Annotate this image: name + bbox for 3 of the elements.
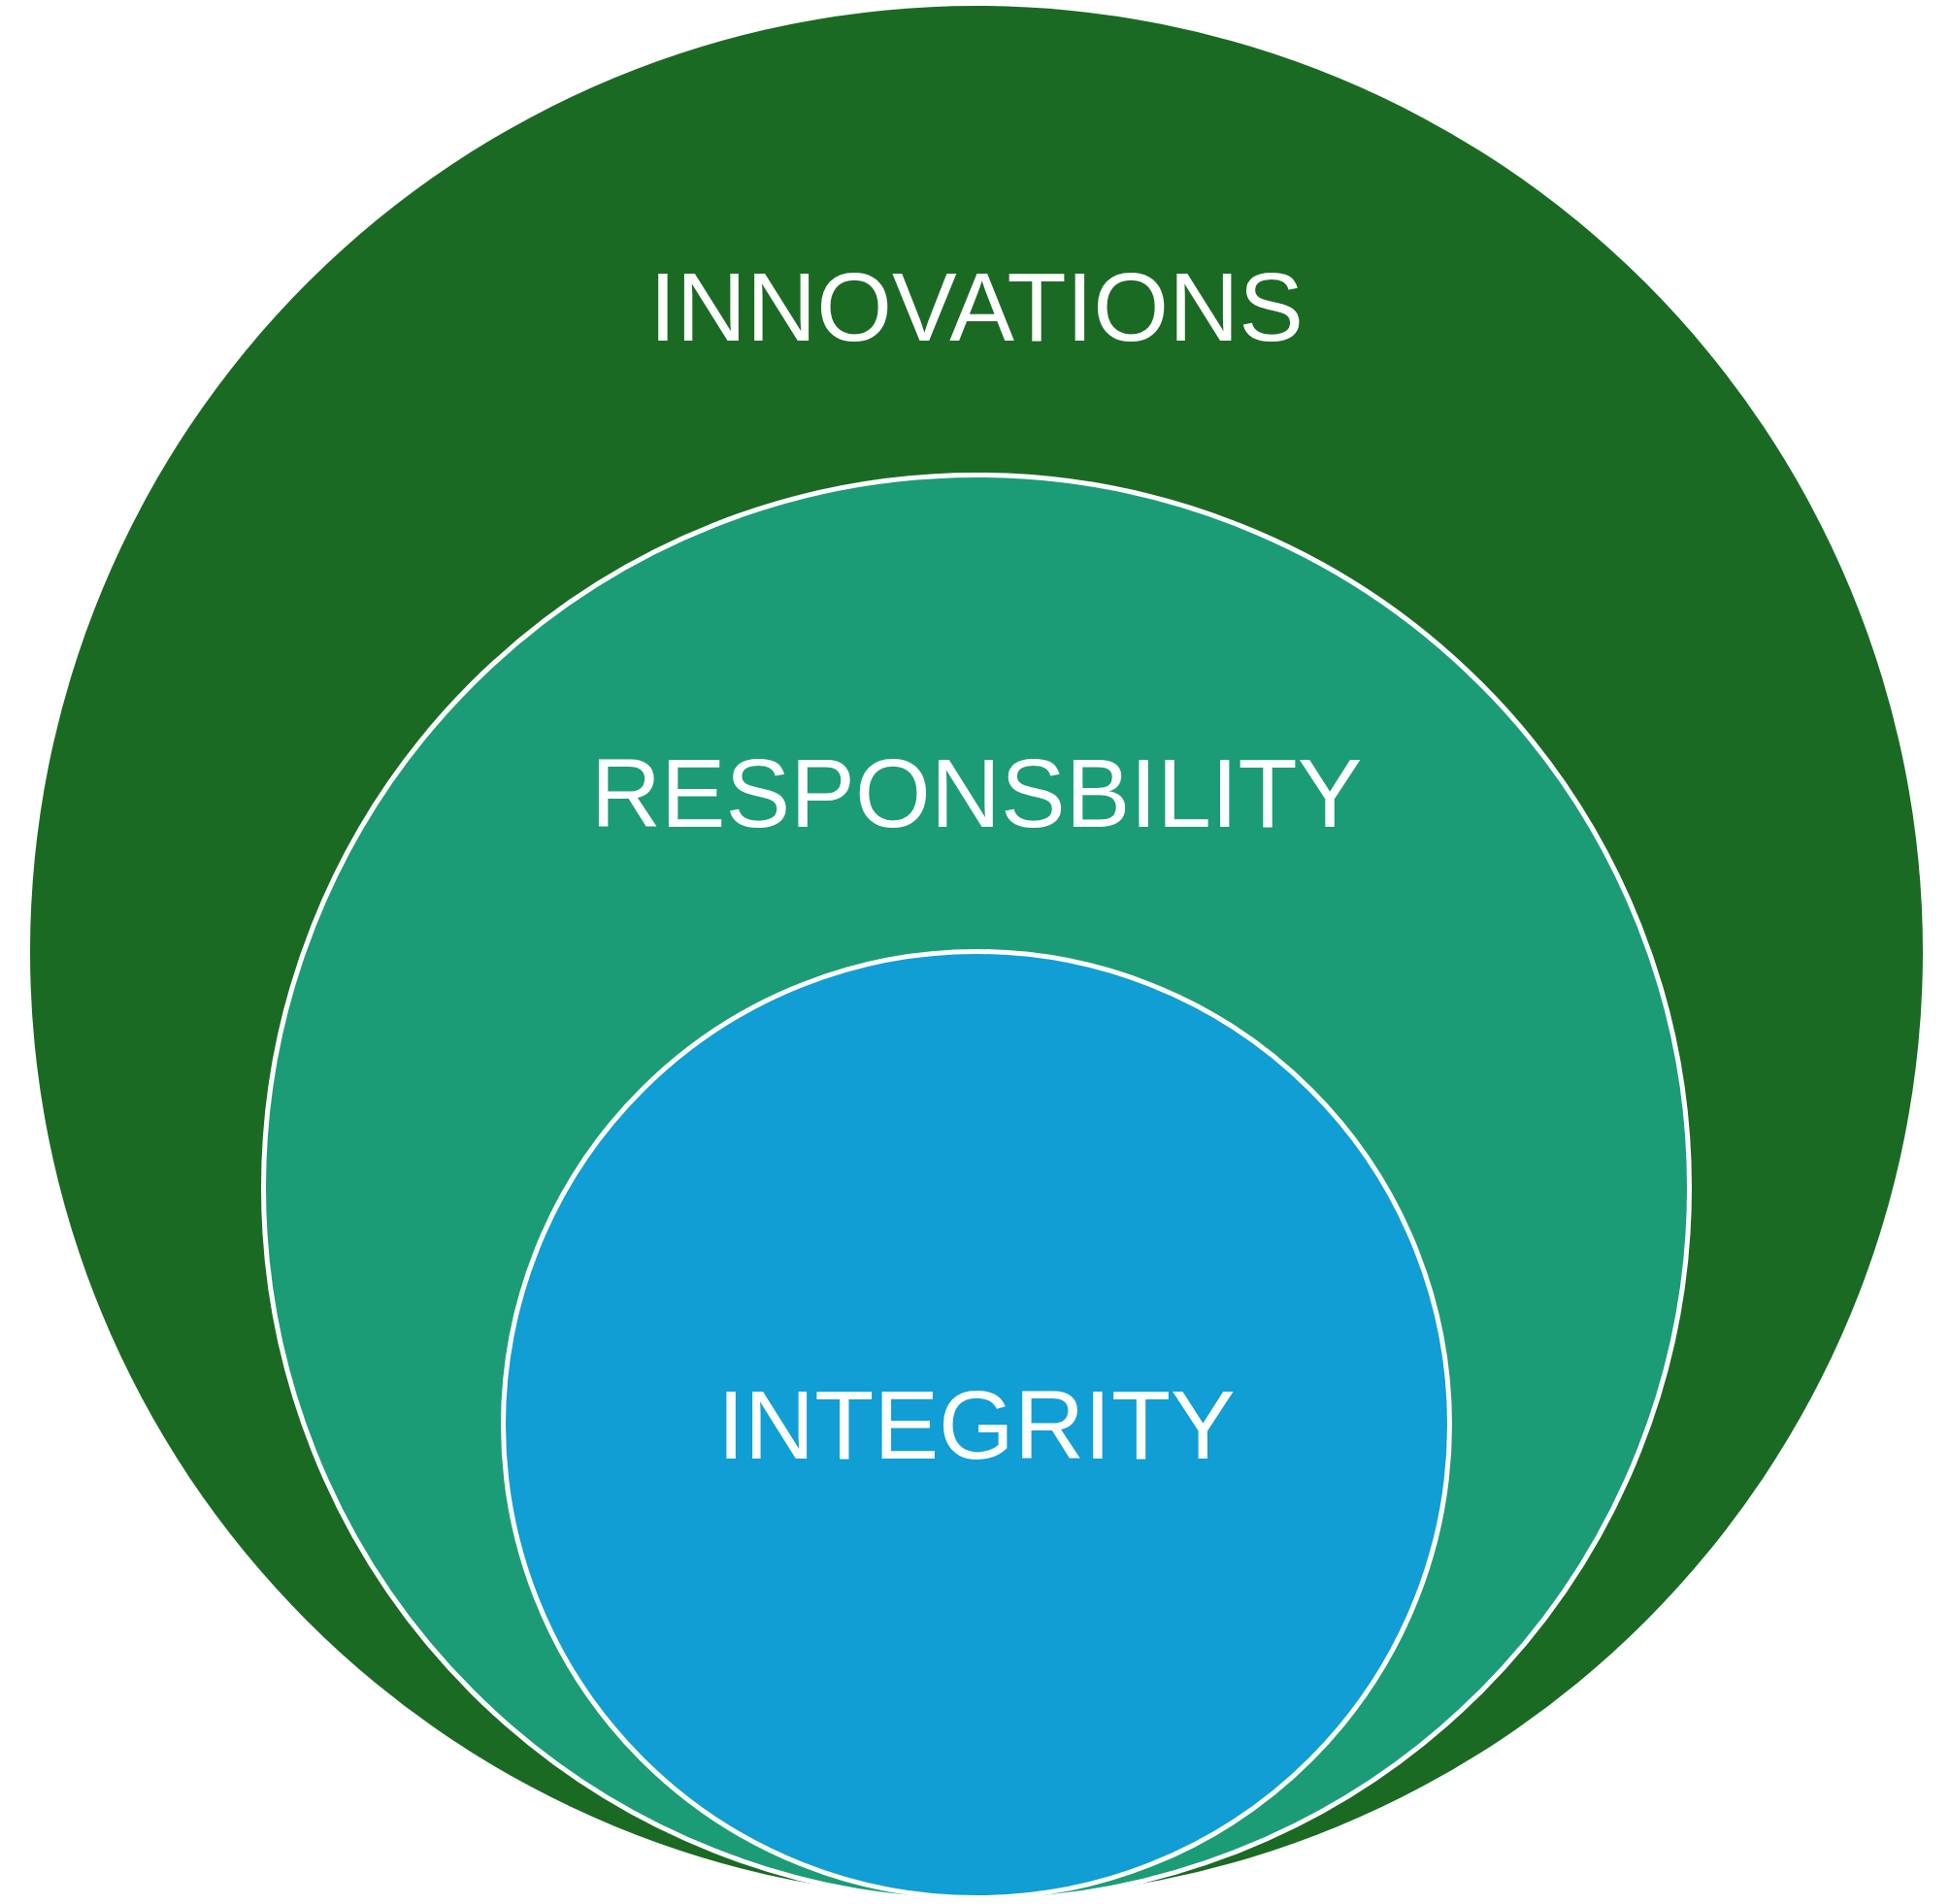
circle-label: INNOVATIONS [648, 253, 1305, 360]
circle-label: INTEGRITY [717, 1371, 1236, 1478]
circle-label: RESPONSBILITY [590, 739, 1363, 846]
